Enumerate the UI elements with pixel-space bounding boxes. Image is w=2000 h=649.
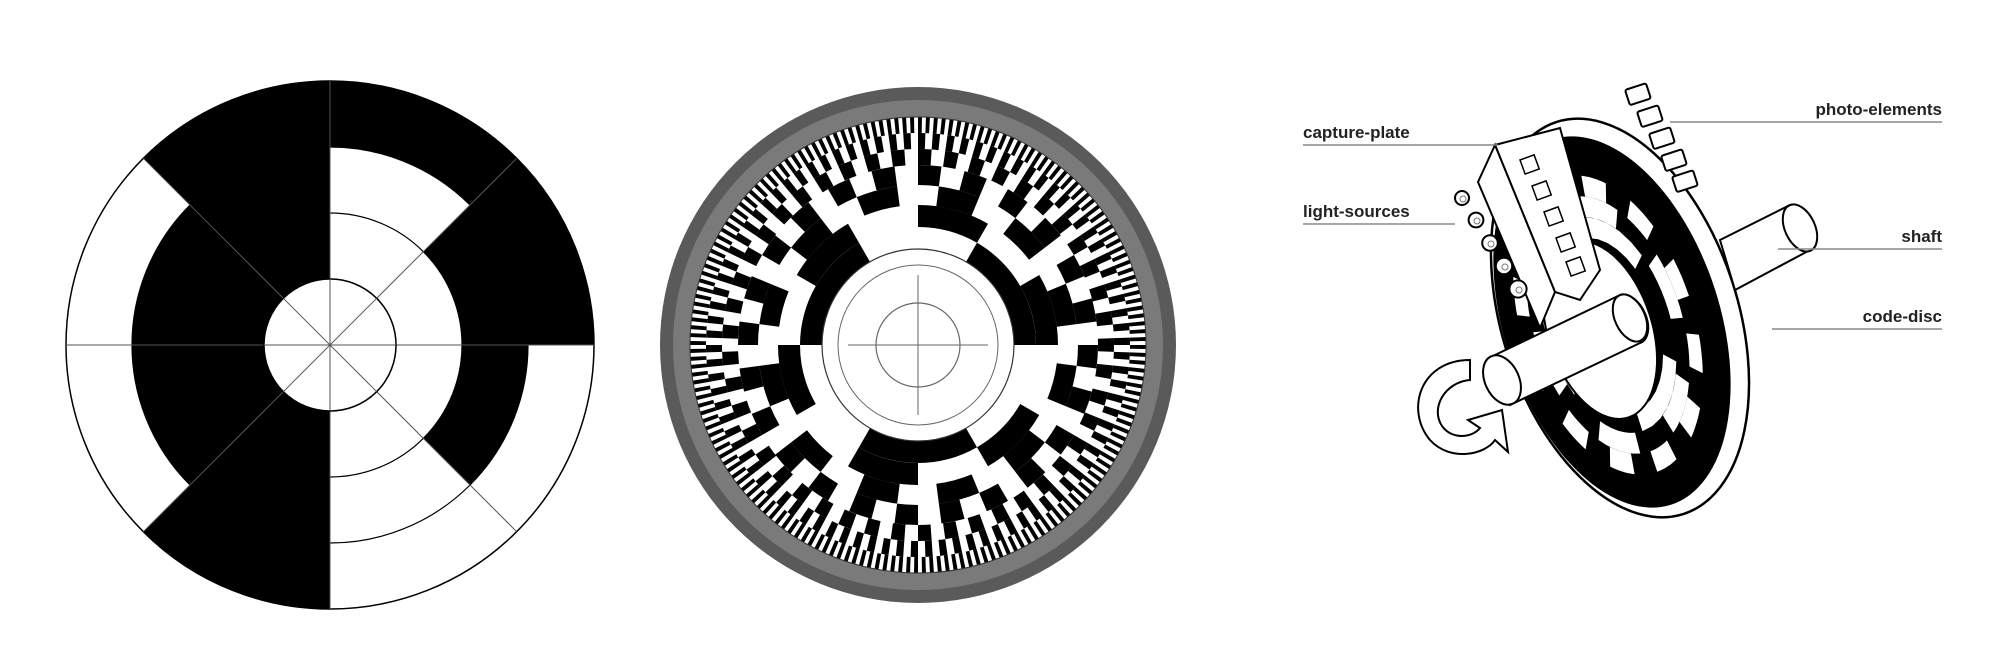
photo-element-icon — [1672, 170, 1698, 192]
fine-track-segment — [925, 541, 933, 557]
photo-element-icon — [1661, 149, 1687, 171]
fine-track-segment — [1114, 338, 1130, 345]
label-code-disc: code-disc — [1863, 307, 1942, 326]
fine-track-segment — [1098, 338, 1114, 352]
label-light-sources: light-sources — [1303, 202, 1410, 221]
photo-element-icon — [1649, 127, 1675, 149]
coarse-track-segment — [738, 322, 759, 345]
photo-element-icon — [1625, 83, 1651, 105]
fine-track-segment — [1114, 352, 1130, 360]
fine-track-segment — [903, 133, 911, 149]
fine-track-segment — [690, 349, 706, 353]
fine-track-segment — [914, 557, 918, 573]
photo-element-icon — [1637, 105, 1663, 127]
light-source-icon — [1496, 258, 1512, 274]
fine-track-segment — [911, 541, 918, 557]
fine-track-segment — [722, 325, 739, 339]
fine-track-segment — [918, 149, 932, 165]
fine-track-segment — [891, 523, 906, 540]
binary-code-disc — [66, 81, 594, 609]
label-shaft: shaft — [1901, 227, 1942, 246]
fine-track-segment — [706, 345, 722, 352]
light-source-icon — [1509, 280, 1526, 297]
fine-track-segment — [1130, 345, 1146, 349]
label-photo-elements: photo-elements — [1815, 100, 1942, 119]
fine-track-segment — [690, 341, 706, 345]
light-source-icon — [1469, 213, 1484, 228]
light-source-icon — [1455, 191, 1469, 205]
label-capture-plate: capture-plate — [1303, 123, 1410, 142]
high-resolution-code-disc — [660, 87, 1176, 603]
fine-track-segment — [918, 117, 922, 133]
fine-track-segment — [1130, 337, 1146, 341]
fine-track-segment — [706, 330, 722, 338]
encoder-assembly: capture-plate light-sources photo-elemen… — [1303, 83, 1942, 550]
shaft-back — [1720, 199, 1824, 290]
fine-track-segment — [722, 351, 739, 365]
coarse-track-segment — [895, 504, 918, 525]
fine-track-segment — [922, 557, 926, 573]
fine-track-segment — [891, 149, 906, 166]
fine-track-segment — [918, 133, 925, 149]
coarse-track-segment — [1077, 345, 1098, 368]
light-source-icon — [1482, 235, 1498, 251]
coarse-track-segment — [918, 165, 941, 186]
fine-track-segment — [918, 525, 932, 541]
fine-track-segment — [910, 117, 914, 133]
